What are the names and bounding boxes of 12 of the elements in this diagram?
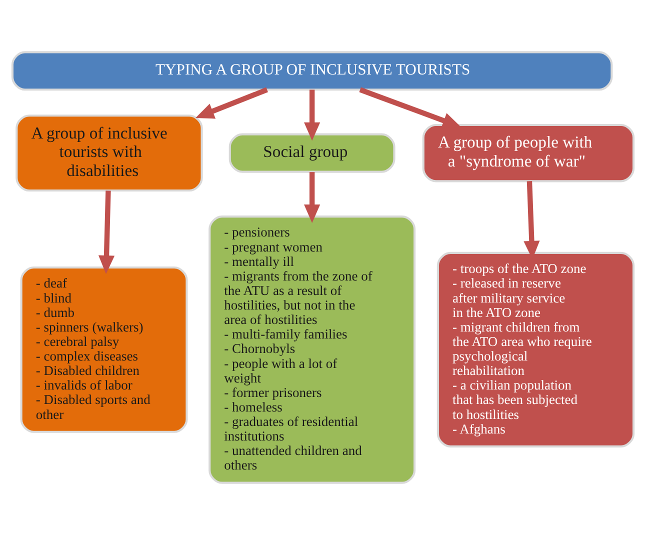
node-box: - deaf - blind - dumb - spinners (walkers) - cerebral palsy - complex diseases - Disabled children - invalids of labor - Disabled sports and other xyxy=(20,266,188,433)
node-box: - pensioners - pregnant women - mentally ill - migrants from the zone of the ATU as a result of hostilities, but not in the area of hostilities - multi-family families - Chornobyls - people with a lot of weight - former prisoners - homeless - graduates of residential institutions - unattended children and others xyxy=(208,215,416,484)
node-box: A group of inclusive tourists with disabilities xyxy=(16,114,203,192)
node-box: - troops of the ATO zone - released in reserve after military service in the ATO zone - migrant children from the ATO area who require psychological rehabilitation - a civilian population that has been subjected to hostilities - Afghans xyxy=(436,252,635,448)
arrow xyxy=(98,190,115,274)
arrow xyxy=(195,87,268,119)
arrow xyxy=(304,90,320,141)
node-box: Social group xyxy=(228,133,396,173)
node-box: TYPING A GROUP OF INCLUSIVE TOURISTS xyxy=(11,51,613,91)
node-box: A group of people with a "syndrome of war" xyxy=(422,124,635,182)
arrow xyxy=(359,87,462,128)
arrow xyxy=(304,172,320,223)
